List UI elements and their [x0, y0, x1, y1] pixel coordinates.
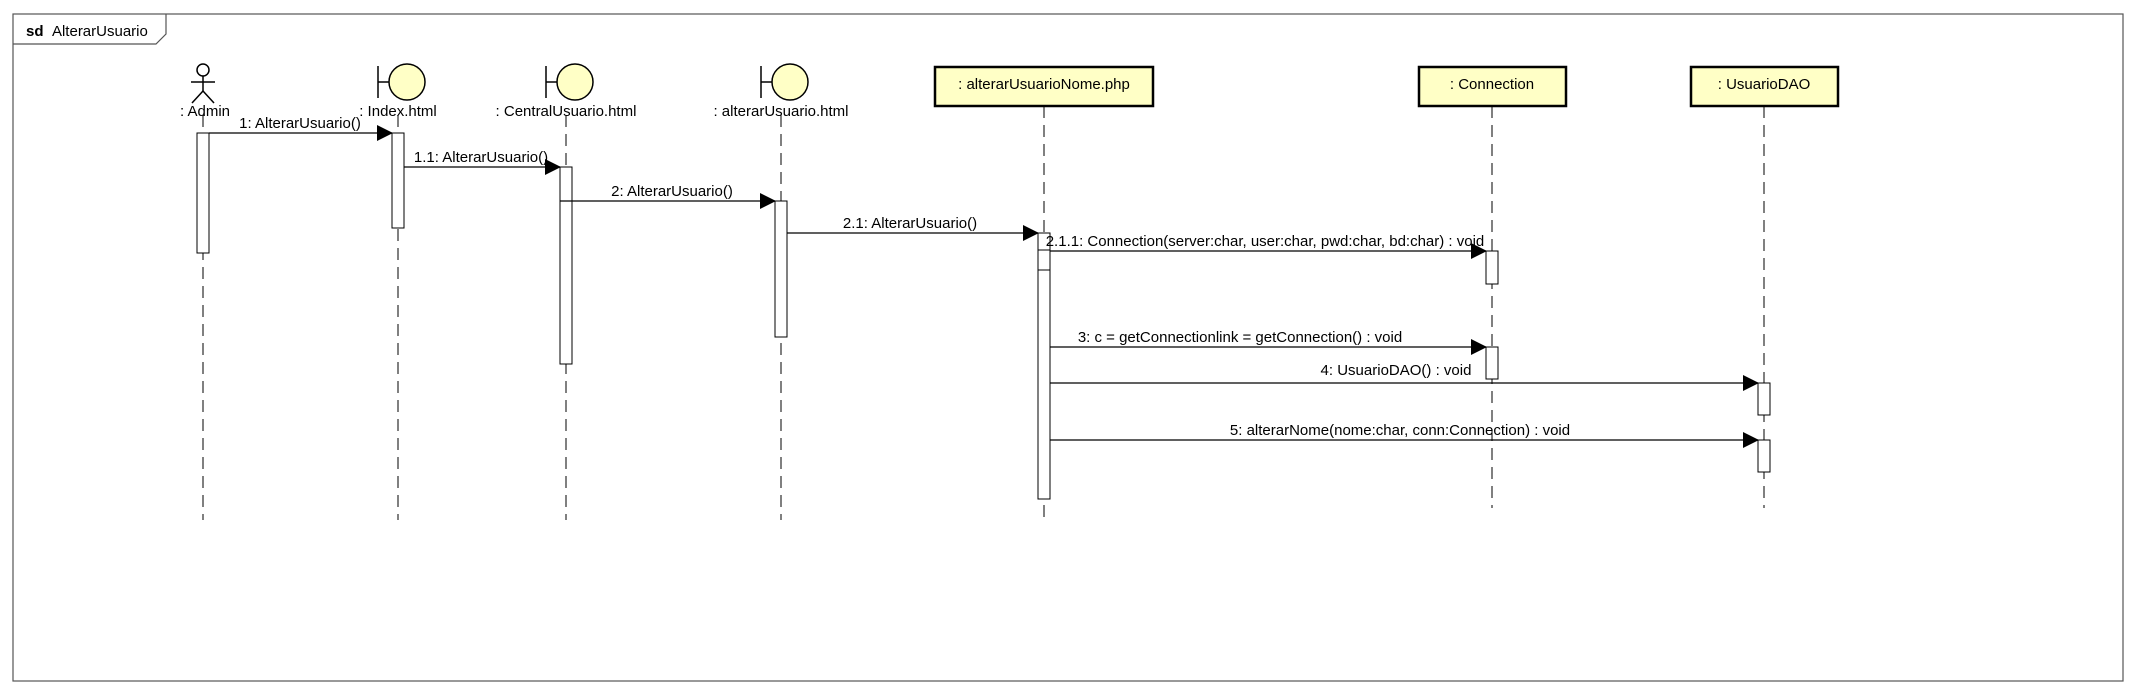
- lifeline-label-central: : CentralUsuario.html: [496, 103, 637, 120]
- activation-php: [1037, 232, 1051, 500]
- frame-keyword: sd: [26, 23, 44, 40]
- activation-index: [391, 132, 405, 229]
- activation-central: [559, 166, 573, 365]
- activation-dao-1: [1757, 382, 1771, 416]
- activation-dao-2: [1757, 439, 1771, 473]
- message-label-4: 2.1: AlterarUsuario(): [843, 215, 977, 232]
- message-label-8: 5: alterarNome(nome:char, conn:Connectio…: [1230, 422, 1570, 439]
- message-label-2: 1.1: AlterarUsuario(): [414, 149, 548, 166]
- activation-conn-2: [1485, 346, 1499, 380]
- lifeline-label-alterar: : alterarUsuario.html: [713, 103, 848, 120]
- message-label-5: 2.1.1: Connection(server:char, user:char…: [1046, 233, 1485, 250]
- activation-php-inner: [1037, 249, 1051, 271]
- message-label-3: 2: AlterarUsuario(): [611, 183, 733, 200]
- activation-alterar: [774, 200, 788, 338]
- lifeline-label-dao: : UsuarioDAO: [1718, 76, 1811, 93]
- lifeline-label-index: : Index.html: [359, 103, 437, 120]
- frame-name: AlterarUsuario: [52, 23, 148, 40]
- message-label-1: 1: AlterarUsuario(): [239, 115, 361, 132]
- lifeline-label-conn: : Connection: [1450, 76, 1534, 93]
- lifeline-label-admin: : Admin: [180, 103, 230, 120]
- boundary-icon: [545, 63, 594, 101]
- activation-bars: [196, 132, 1771, 500]
- lifeline-box-dao: [1689, 65, 1840, 108]
- messages: [209, 125, 1759, 448]
- lifeline-box-conn: [1417, 65, 1568, 108]
- actor-icon: [191, 63, 215, 104]
- boundary-icon: [377, 63, 426, 101]
- lifeline-box-php: [933, 65, 1155, 108]
- lifeline-label-php: : alterarUsuarioNome.php: [958, 76, 1130, 93]
- message-label-6: 3: c = getConnectionlink = getConnection…: [1078, 329, 1402, 346]
- boundary-icon: [760, 63, 809, 101]
- frame-title: sd AlterarUsuario: [26, 23, 148, 40]
- message-label-7: 4: UsuarioDAO() : void: [1321, 362, 1472, 379]
- activation-admin: [196, 132, 210, 254]
- activation-conn-1: [1485, 250, 1499, 285]
- frame-tab: [13, 14, 167, 45]
